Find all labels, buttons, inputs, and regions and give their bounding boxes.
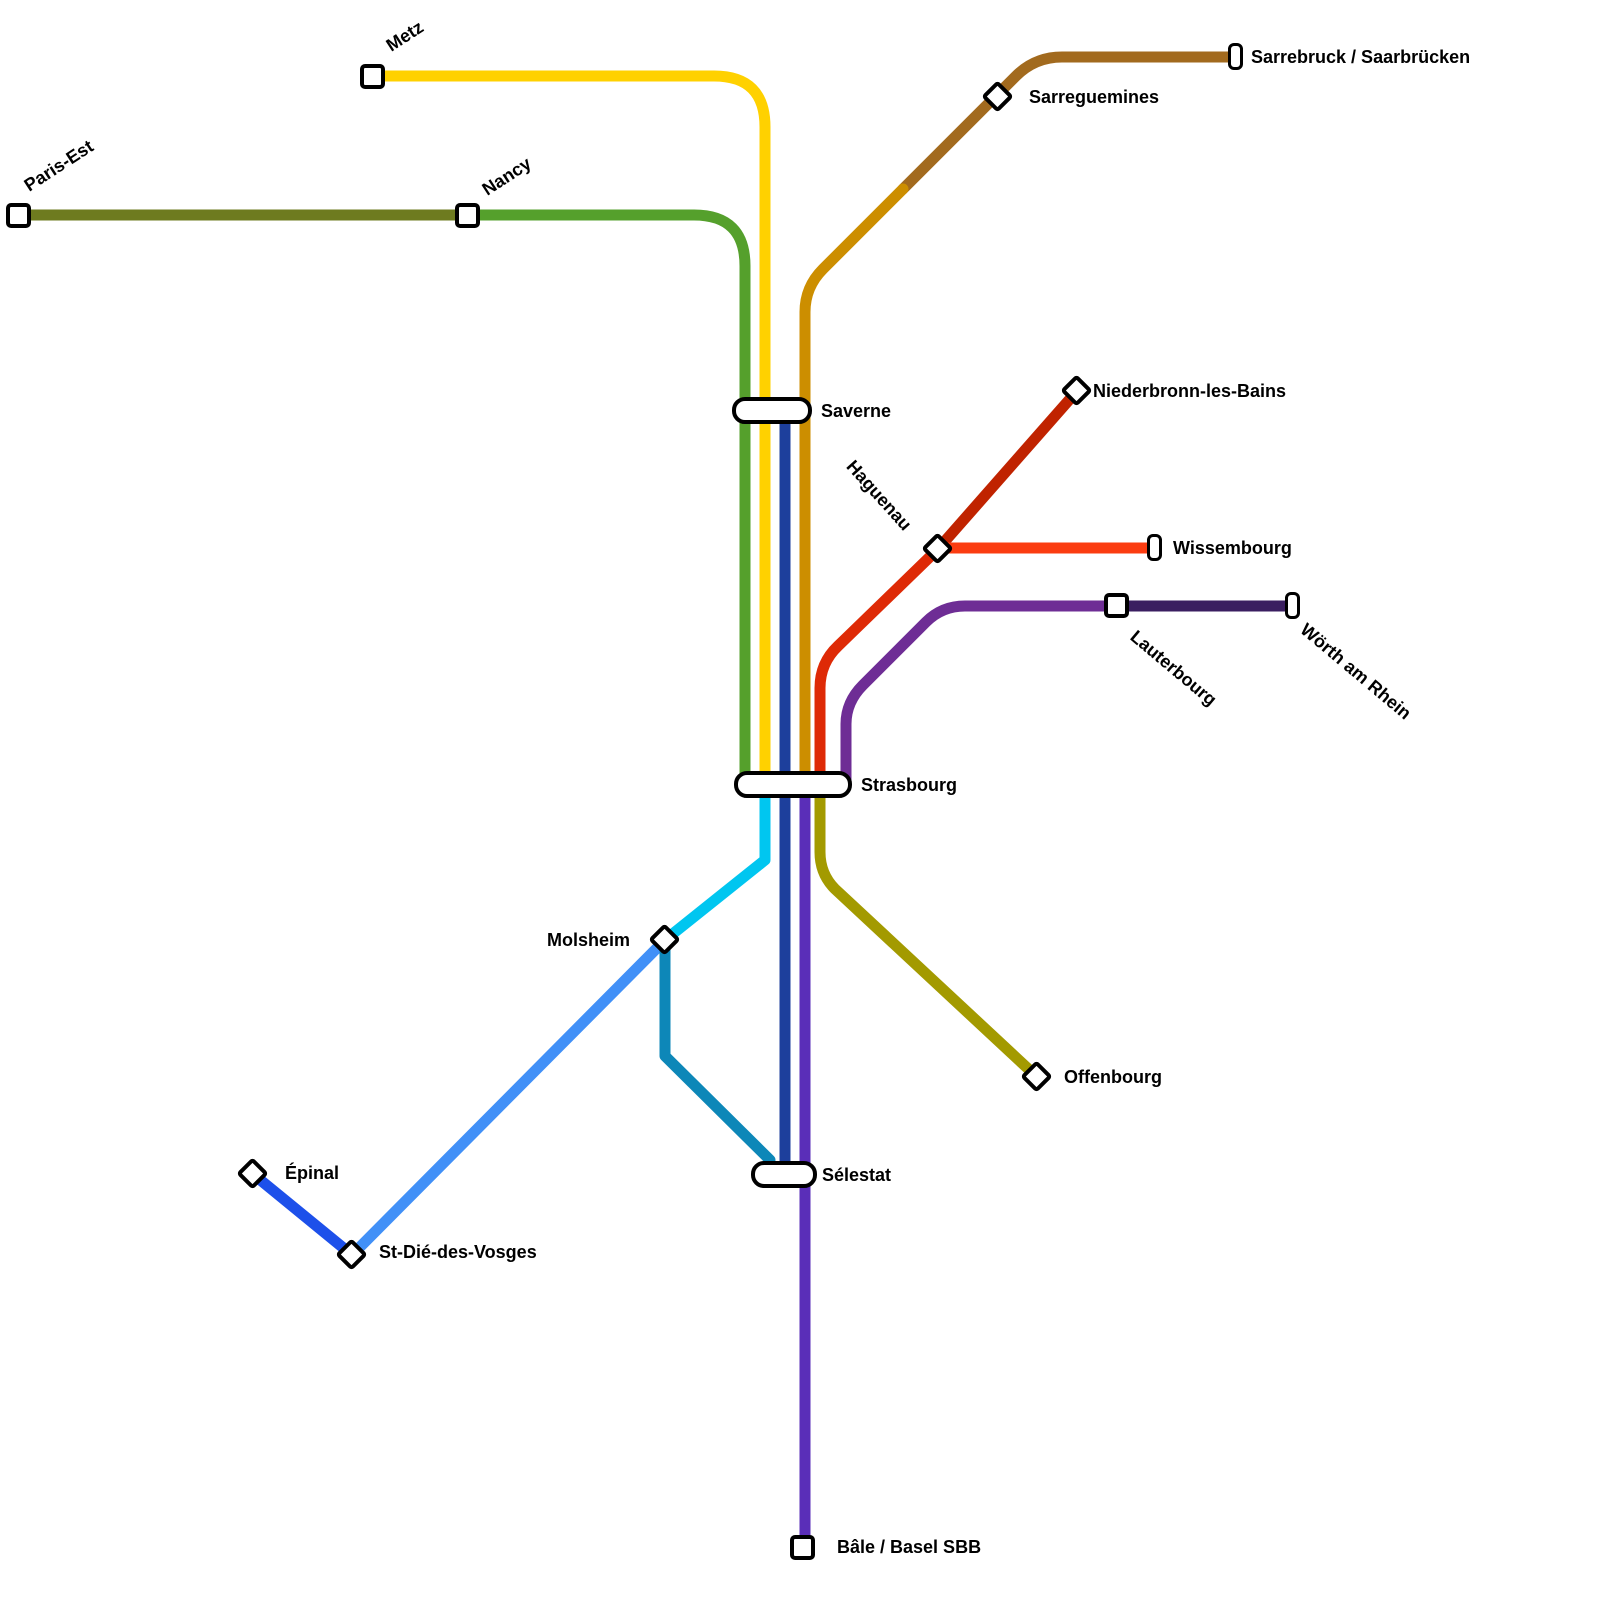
station-wissembourg-label: Wissembourg	[1173, 538, 1292, 558]
station-lauterbourg-marker	[1104, 593, 1129, 618]
station-niederbronn-label: Niederbronn-les-Bains	[1093, 381, 1287, 401]
station-offenbourg-label: Offenbourg	[1064, 1067, 1162, 1087]
station-sarreguemines-label: Sarreguemines	[1029, 87, 1160, 107]
line-sarreguemines-sud	[799, 183, 909, 789]
station-molsheim-label: Molsheim	[547, 930, 631, 950]
line-niederbronn	[932, 385, 1083, 555]
station-saverne-label: Saverne	[821, 401, 892, 421]
station-st-die-label: St-Dié-des-Vosges	[379, 1242, 537, 1262]
station-nancy-marker	[455, 203, 480, 228]
station-sarrebruck-marker	[1228, 43, 1243, 70]
station-sarrebruck-label: Sarrebruck / Saarbrücken	[1251, 47, 1471, 67]
station-metz-marker	[360, 64, 385, 89]
line-haguenau-strasbourg	[814, 543, 944, 789]
station-wissembourg-marker	[1147, 534, 1162, 561]
station-paris-est-marker	[6, 203, 31, 228]
line-molsheim	[659, 781, 771, 946]
line-metz	[366, 70, 771, 789]
station-bale-label: Bâle / Basel SBB	[837, 1537, 982, 1557]
line-st-die	[346, 934, 671, 1261]
line-offenbourg	[814, 781, 1043, 1083]
station-woerth-marker	[1285, 592, 1300, 619]
station-saverne-marker	[732, 397, 812, 424]
station-strasbourg-marker	[734, 771, 852, 798]
station-selestat-label: Sélestat	[822, 1165, 892, 1185]
line-lauterbourg	[840, 600, 1123, 789]
station-epinal-label: Épinal	[285, 1163, 340, 1183]
line-sarrebruck	[897, 51, 1242, 195]
line-epinal	[247, 1168, 358, 1261]
station-bale-marker	[790, 1535, 815, 1560]
line-molsheim-selestat	[659, 942, 776, 1166]
station-strasbourg-label: Strasbourg	[861, 775, 958, 795]
line-nancy	[462, 209, 751, 789]
station-selestat-marker	[751, 1161, 817, 1188]
